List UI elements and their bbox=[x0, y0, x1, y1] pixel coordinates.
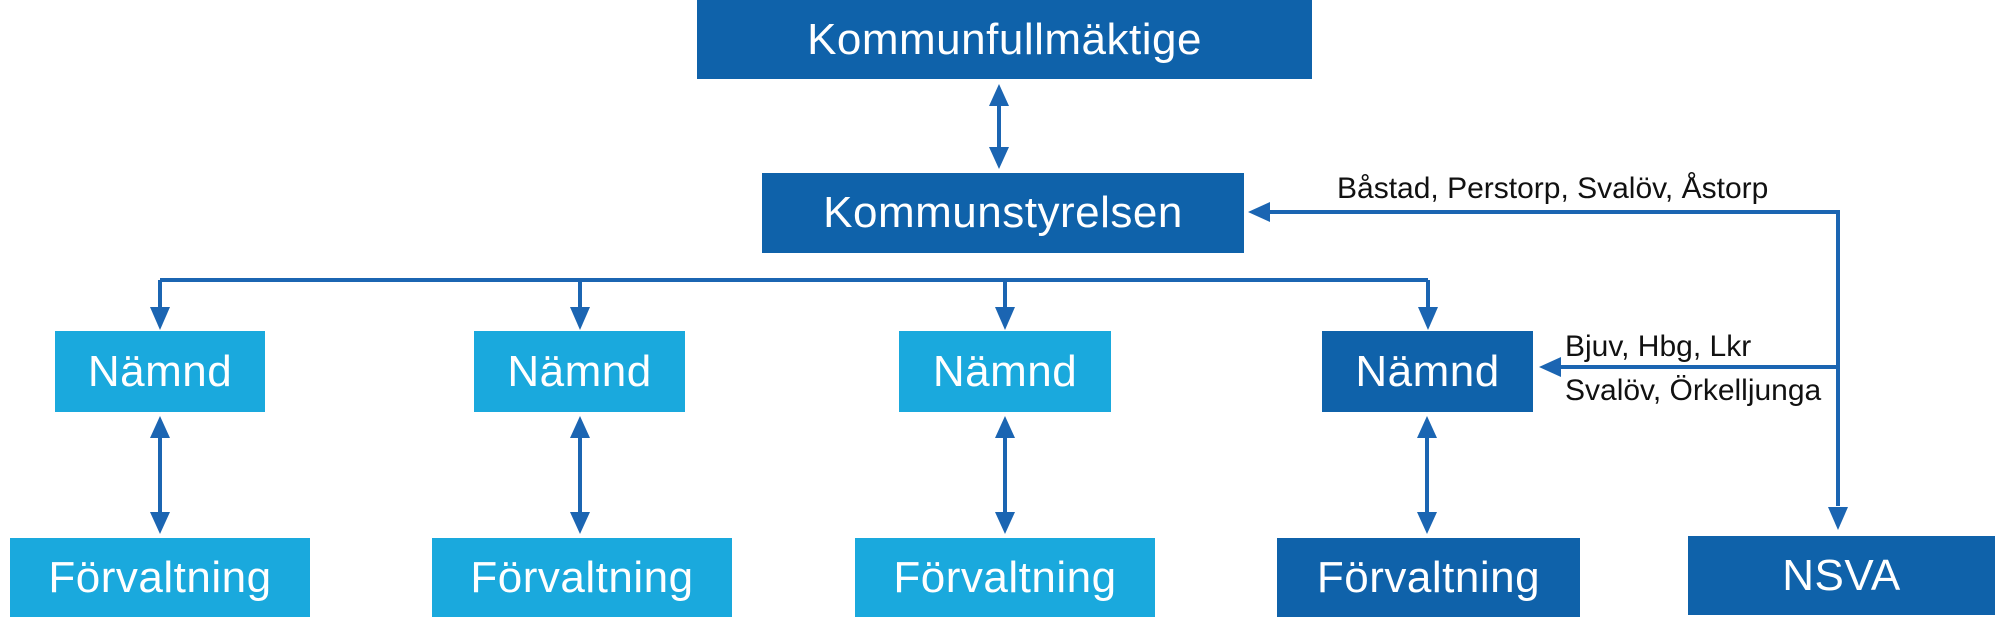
arrow-namnd-forvaltning-2 bbox=[570, 416, 590, 534]
node-forvaltning-3: Förvaltning bbox=[855, 538, 1155, 617]
annotation-kommunstyrelsen-municipalities: Båstad, Perstorp, Svalöv, Åstorp bbox=[1337, 172, 1769, 205]
arrow-bjuv-to-namnd bbox=[1539, 357, 1838, 377]
distribution-connector bbox=[150, 278, 1438, 330]
node-namnd-2: Nämnd bbox=[474, 331, 685, 412]
node-namnd-4: Nämnd bbox=[1322, 331, 1533, 412]
arrow-namnd-forvaltning-4 bbox=[1417, 416, 1437, 534]
arrow-bastad-to-kommunstyrelsen-and-nsva bbox=[1248, 202, 1848, 530]
node-kommunfullmaktige: Kommunfullmäktige bbox=[697, 0, 1312, 79]
node-forvaltning-4: Förvaltning bbox=[1277, 538, 1580, 617]
node-namnd-3: Nämnd bbox=[899, 331, 1111, 412]
annotation-namnd-municipalities-line1: Bjuv, Hbg, Lkr bbox=[1565, 330, 1752, 363]
node-namnd-1: Nämnd bbox=[55, 331, 265, 412]
node-kommunstyrelsen: Kommunstyrelsen bbox=[762, 173, 1244, 253]
node-nsva: NSVA bbox=[1688, 536, 1995, 615]
arrow-namnd-forvaltning-1 bbox=[150, 416, 170, 534]
arrow-kommunfullmaktige-kommunstyrelsen bbox=[989, 84, 1009, 169]
node-forvaltning-2: Förvaltning bbox=[432, 538, 732, 617]
annotation-namnd-municipalities-line2: Svalöv, Örkelljunga bbox=[1565, 374, 1822, 407]
arrow-namnd-forvaltning-3 bbox=[995, 416, 1015, 534]
node-forvaltning-1: Förvaltning bbox=[10, 538, 310, 617]
